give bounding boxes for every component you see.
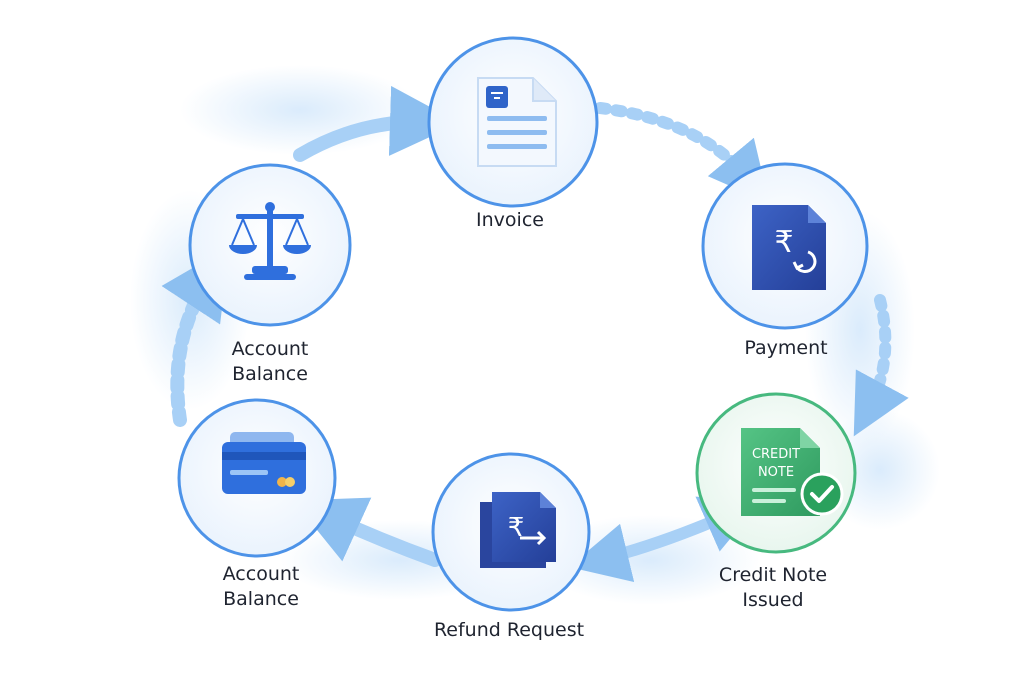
balance-scale-icon — [229, 202, 311, 280]
check-icon — [800, 472, 844, 516]
label-account-balance-card: Account Balance — [222, 563, 300, 610]
invoice-document-icon — [477, 77, 557, 167]
rupee-refund-document-icon: ₹ — [480, 492, 556, 568]
credit-note-icon-text-line-2: NOTE — [758, 465, 794, 480]
arrow-balance-to-invoice — [293, 85, 460, 162]
svg-text:₹: ₹ — [508, 513, 525, 543]
node-credit-note: CREDIT NOTE — [695, 392, 857, 554]
node-refund-request: ₹ — [431, 452, 591, 612]
credit-note-icon-text-line-1: CREDIT — [752, 447, 800, 462]
node-account-balance-scale — [188, 163, 352, 327]
label-invoice: Invoice — [476, 209, 544, 231]
node-account-balance-card — [177, 398, 337, 558]
node-payment: ₹ — [701, 162, 869, 330]
label-payment: Payment — [744, 337, 828, 359]
credit-card-icon — [222, 432, 306, 494]
arrow-invoice-to-payment — [594, 102, 770, 204]
arrow-refund-to-card — [293, 497, 442, 567]
svg-text:₹: ₹ — [774, 225, 793, 260]
credit-note-document-icon: CREDIT NOTE — [741, 428, 844, 516]
label-credit-note-issued: Credit Note Issued — [718, 564, 828, 611]
arrow-card-to-scale — [161, 246, 230, 427]
rupee-payment-document-icon: ₹ — [752, 205, 826, 290]
arrow-payment-to-credit-note — [853, 294, 909, 437]
node-invoice — [427, 36, 599, 208]
label-account-balance-scale: Account Balance — [231, 338, 309, 385]
label-refund-request: Refund Request — [433, 619, 585, 641]
